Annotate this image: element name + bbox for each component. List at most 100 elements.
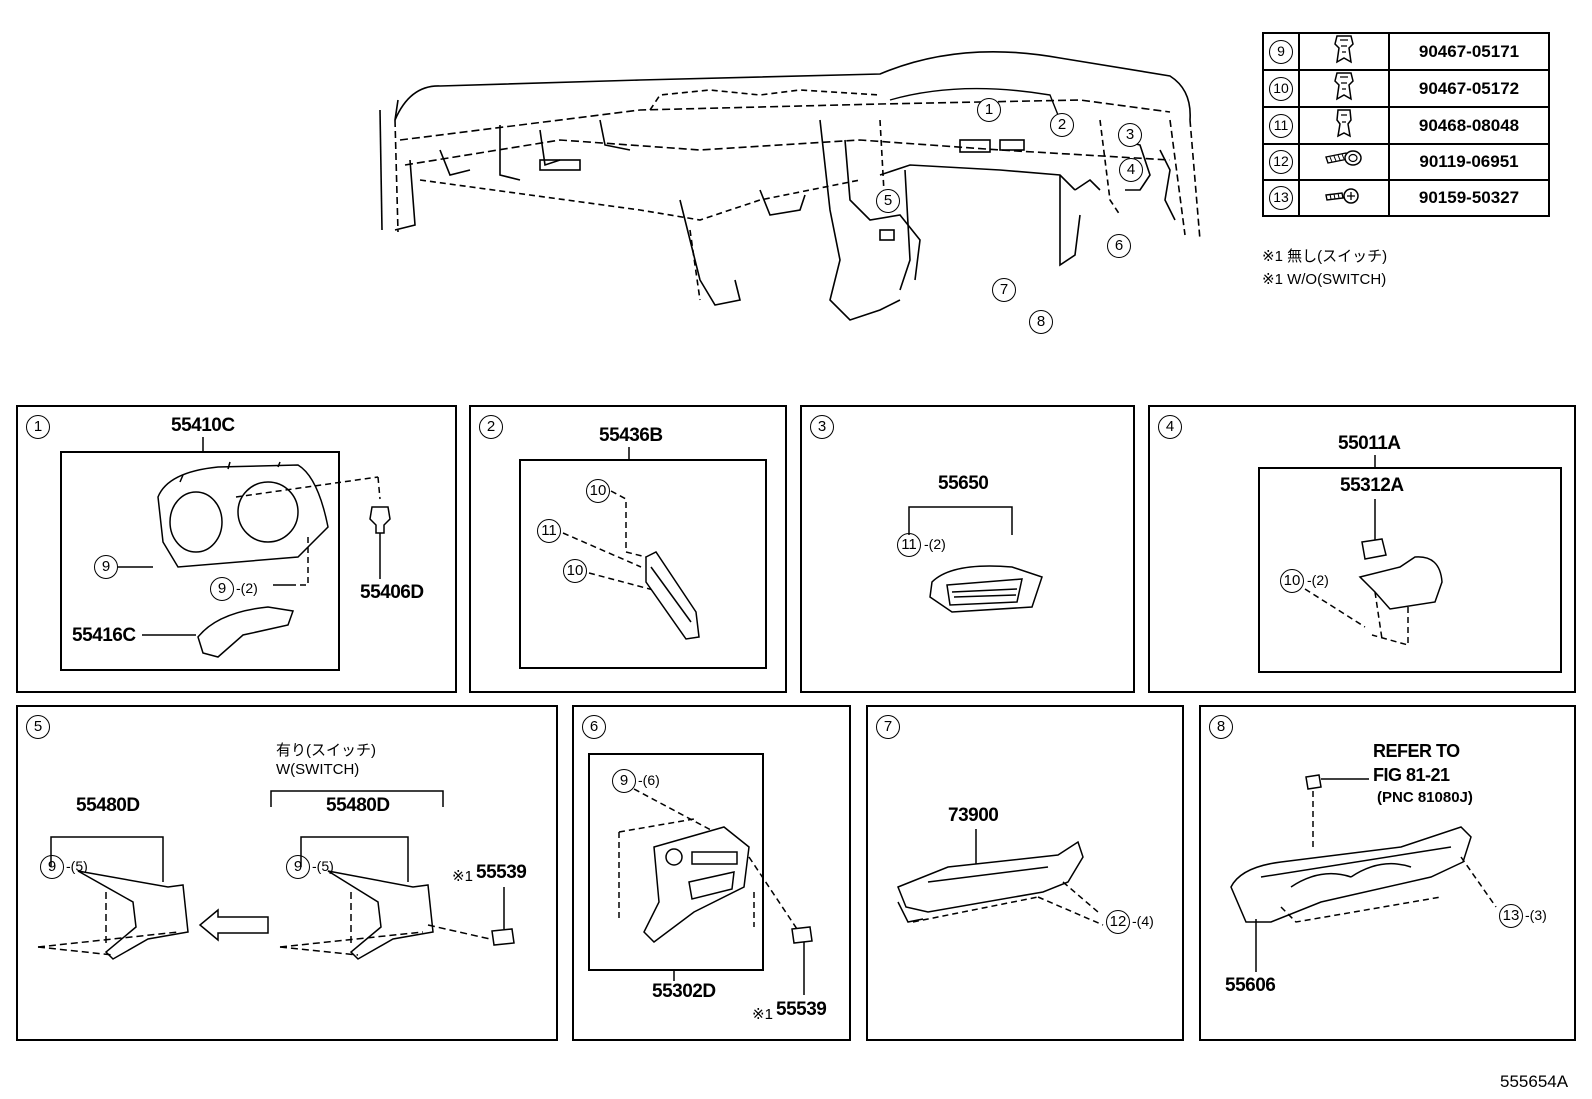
overview-callout-1[interactable]: 1 [977, 98, 1001, 122]
overview-callout-8[interactable]: 8 [1029, 310, 1053, 334]
part-label[interactable]: 55416C [72, 625, 136, 646]
note-en: ※1 W/O(SWITCH) [1262, 271, 1387, 288]
clip-qty: -(2) [236, 580, 258, 596]
panel-number: 3 [810, 415, 834, 439]
switch-part-label[interactable]: 55539 [776, 999, 827, 1020]
assembly-box [519, 459, 767, 669]
screw-qty: -(3) [1525, 907, 1547, 923]
fastener-number: 12 [1269, 150, 1293, 174]
refer-fig-label[interactable]: FIG 81-21 [1373, 765, 1450, 785]
part-label-left[interactable]: 55480D [76, 795, 140, 816]
panel-number: 4 [1158, 415, 1182, 439]
clip-callout[interactable]: 10 [586, 479, 610, 503]
w-switch-jp: 有り(スイッチ) [276, 742, 376, 759]
fastener-part-number: 90467-05172 [1388, 69, 1550, 108]
pad-drawing [562, 447, 700, 640]
screw-callout[interactable]: 13 [1499, 904, 1523, 928]
switch-note: ※1 [452, 868, 473, 885]
refer-to-label: REFER TO [1373, 741, 1460, 761]
panel-5: 5 有り(スイッチ) W(SWITCH) 55480D 55480D 9 -(5… [16, 705, 558, 1041]
fastener-number: 13 [1269, 186, 1293, 210]
vent-drawing [908, 506, 1043, 613]
assembly-box [60, 451, 340, 671]
bolt-icon [1325, 149, 1362, 166]
console-cover-drawing [1304, 455, 1443, 646]
clip-callout[interactable]: 11 [537, 519, 561, 543]
fastener-row: 12 90119-06951 [1262, 143, 1550, 181]
assembly-label[interactable]: 55302D [652, 981, 716, 1002]
part-label[interactable]: 73900 [948, 805, 999, 826]
refer-pnc-label: (PNC 81080J) [1377, 789, 1473, 806]
lower-panel-drawing [618, 788, 813, 995]
cluster-panel-drawing [118, 437, 391, 658]
assembly-box [588, 753, 764, 971]
overview-callout-4[interactable]: 4 [1119, 158, 1143, 182]
clip-qty: -(2) [924, 536, 946, 552]
bolt-qty: -(4) [1132, 913, 1154, 929]
clip-callout[interactable]: 9 [210, 577, 234, 601]
overview-callout-3[interactable]: 3 [1118, 123, 1142, 147]
fastener-row: 9 90467-05171 [1262, 32, 1550, 71]
overview-callout-7[interactable]: 7 [992, 278, 1016, 302]
assembly-label[interactable]: 55650 [938, 473, 989, 494]
w-switch-en: W(SWITCH) [276, 761, 360, 778]
fastener-part-number: 90467-05171 [1388, 32, 1550, 71]
part-label[interactable]: 55406D [360, 582, 424, 603]
fastener-row: 10 90467-05172 [1262, 69, 1550, 108]
fastener-part-number: 90119-06951 [1388, 143, 1550, 181]
clip-qty: -(6) [638, 772, 660, 788]
panel-number: 6 [582, 715, 606, 739]
fastener-row: 11 90468-08048 [1262, 106, 1550, 145]
clip-icon [1334, 35, 1354, 64]
figure-id: 555654A [1500, 1072, 1569, 1091]
clip-qty: -(2) [1307, 572, 1329, 588]
panel-number: 7 [876, 715, 900, 739]
reinforcement-drawing [897, 829, 1104, 926]
note-jp: ※1 無し(スイッチ) [1262, 248, 1388, 265]
clip-callout[interactable]: 10 [563, 559, 587, 583]
dashboard-frame-drawing [379, 50, 1201, 321]
clip-callout[interactable]: 9 [94, 555, 118, 579]
clip-callout[interactable]: 9 [286, 855, 310, 879]
fastener-table: 9 90467-05171 10 90467-05172 11 90468-08… [1262, 32, 1550, 217]
fastener-part-number: 90159-50327 [1388, 179, 1550, 217]
undercover-drawing [1230, 774, 1497, 972]
panel-7: 7 73900 12 -(4) [866, 705, 1184, 1041]
clip-callout[interactable]: 10 [1280, 569, 1304, 593]
clip-callout[interactable]: 9 [612, 769, 636, 793]
bolt-callout[interactable]: 12 [1106, 910, 1130, 934]
panel-8: 8 REFER TO FIG 81-21 (PNC 81080J) 13 -(3… [1199, 705, 1576, 1041]
overview-callout-2[interactable]: 2 [1050, 113, 1074, 137]
part-label[interactable]: 55606 [1225, 975, 1276, 996]
fastener-number: 10 [1269, 76, 1293, 101]
assembly-label[interactable]: 55410C [171, 415, 235, 436]
clip-qty: -(5) [312, 858, 334, 874]
clip-callout[interactable]: 11 [897, 533, 921, 557]
assembly-label[interactable]: 55011A [1338, 433, 1401, 454]
part-label-right[interactable]: 55480D [326, 795, 390, 816]
fastener-part-number: 90468-08048 [1388, 106, 1550, 145]
sub-assembly-label[interactable]: 55312A [1340, 475, 1404, 496]
panel-2: 2 55436B 10 11 10 [469, 405, 787, 693]
panel-number: 1 [26, 415, 50, 439]
clip-callout[interactable]: 9 [40, 855, 64, 879]
switch-part-label[interactable]: 55539 [476, 862, 527, 883]
screw-icon [1325, 187, 1359, 204]
panel-4: 4 55011A 55312A 10 -(2) [1148, 405, 1576, 693]
fastener-number: 9 [1269, 39, 1293, 64]
panel-number: 2 [479, 415, 503, 439]
switch-note: ※1 [752, 1006, 773, 1023]
fastener-number: 11 [1269, 113, 1293, 138]
panel-number: 8 [1209, 715, 1233, 739]
overview-callout-5[interactable]: 5 [876, 189, 900, 213]
fastener-row: 13 90159-50327 [1262, 179, 1550, 217]
assembly-box [1258, 467, 1562, 673]
panel-6: 6 9 -(6) 55302D ※1 55539 [572, 705, 851, 1041]
clip-icon [1334, 72, 1354, 101]
knee-panel-drawing [37, 790, 515, 960]
panel-1: 1 55410C 55406D 55416C 9 9 -(2) [16, 405, 457, 693]
panel-number: 5 [26, 715, 50, 739]
overview-callout-6[interactable]: 6 [1107, 234, 1131, 258]
clip-qty: -(5) [66, 858, 88, 874]
assembly-label[interactable]: 55436B [599, 425, 663, 446]
